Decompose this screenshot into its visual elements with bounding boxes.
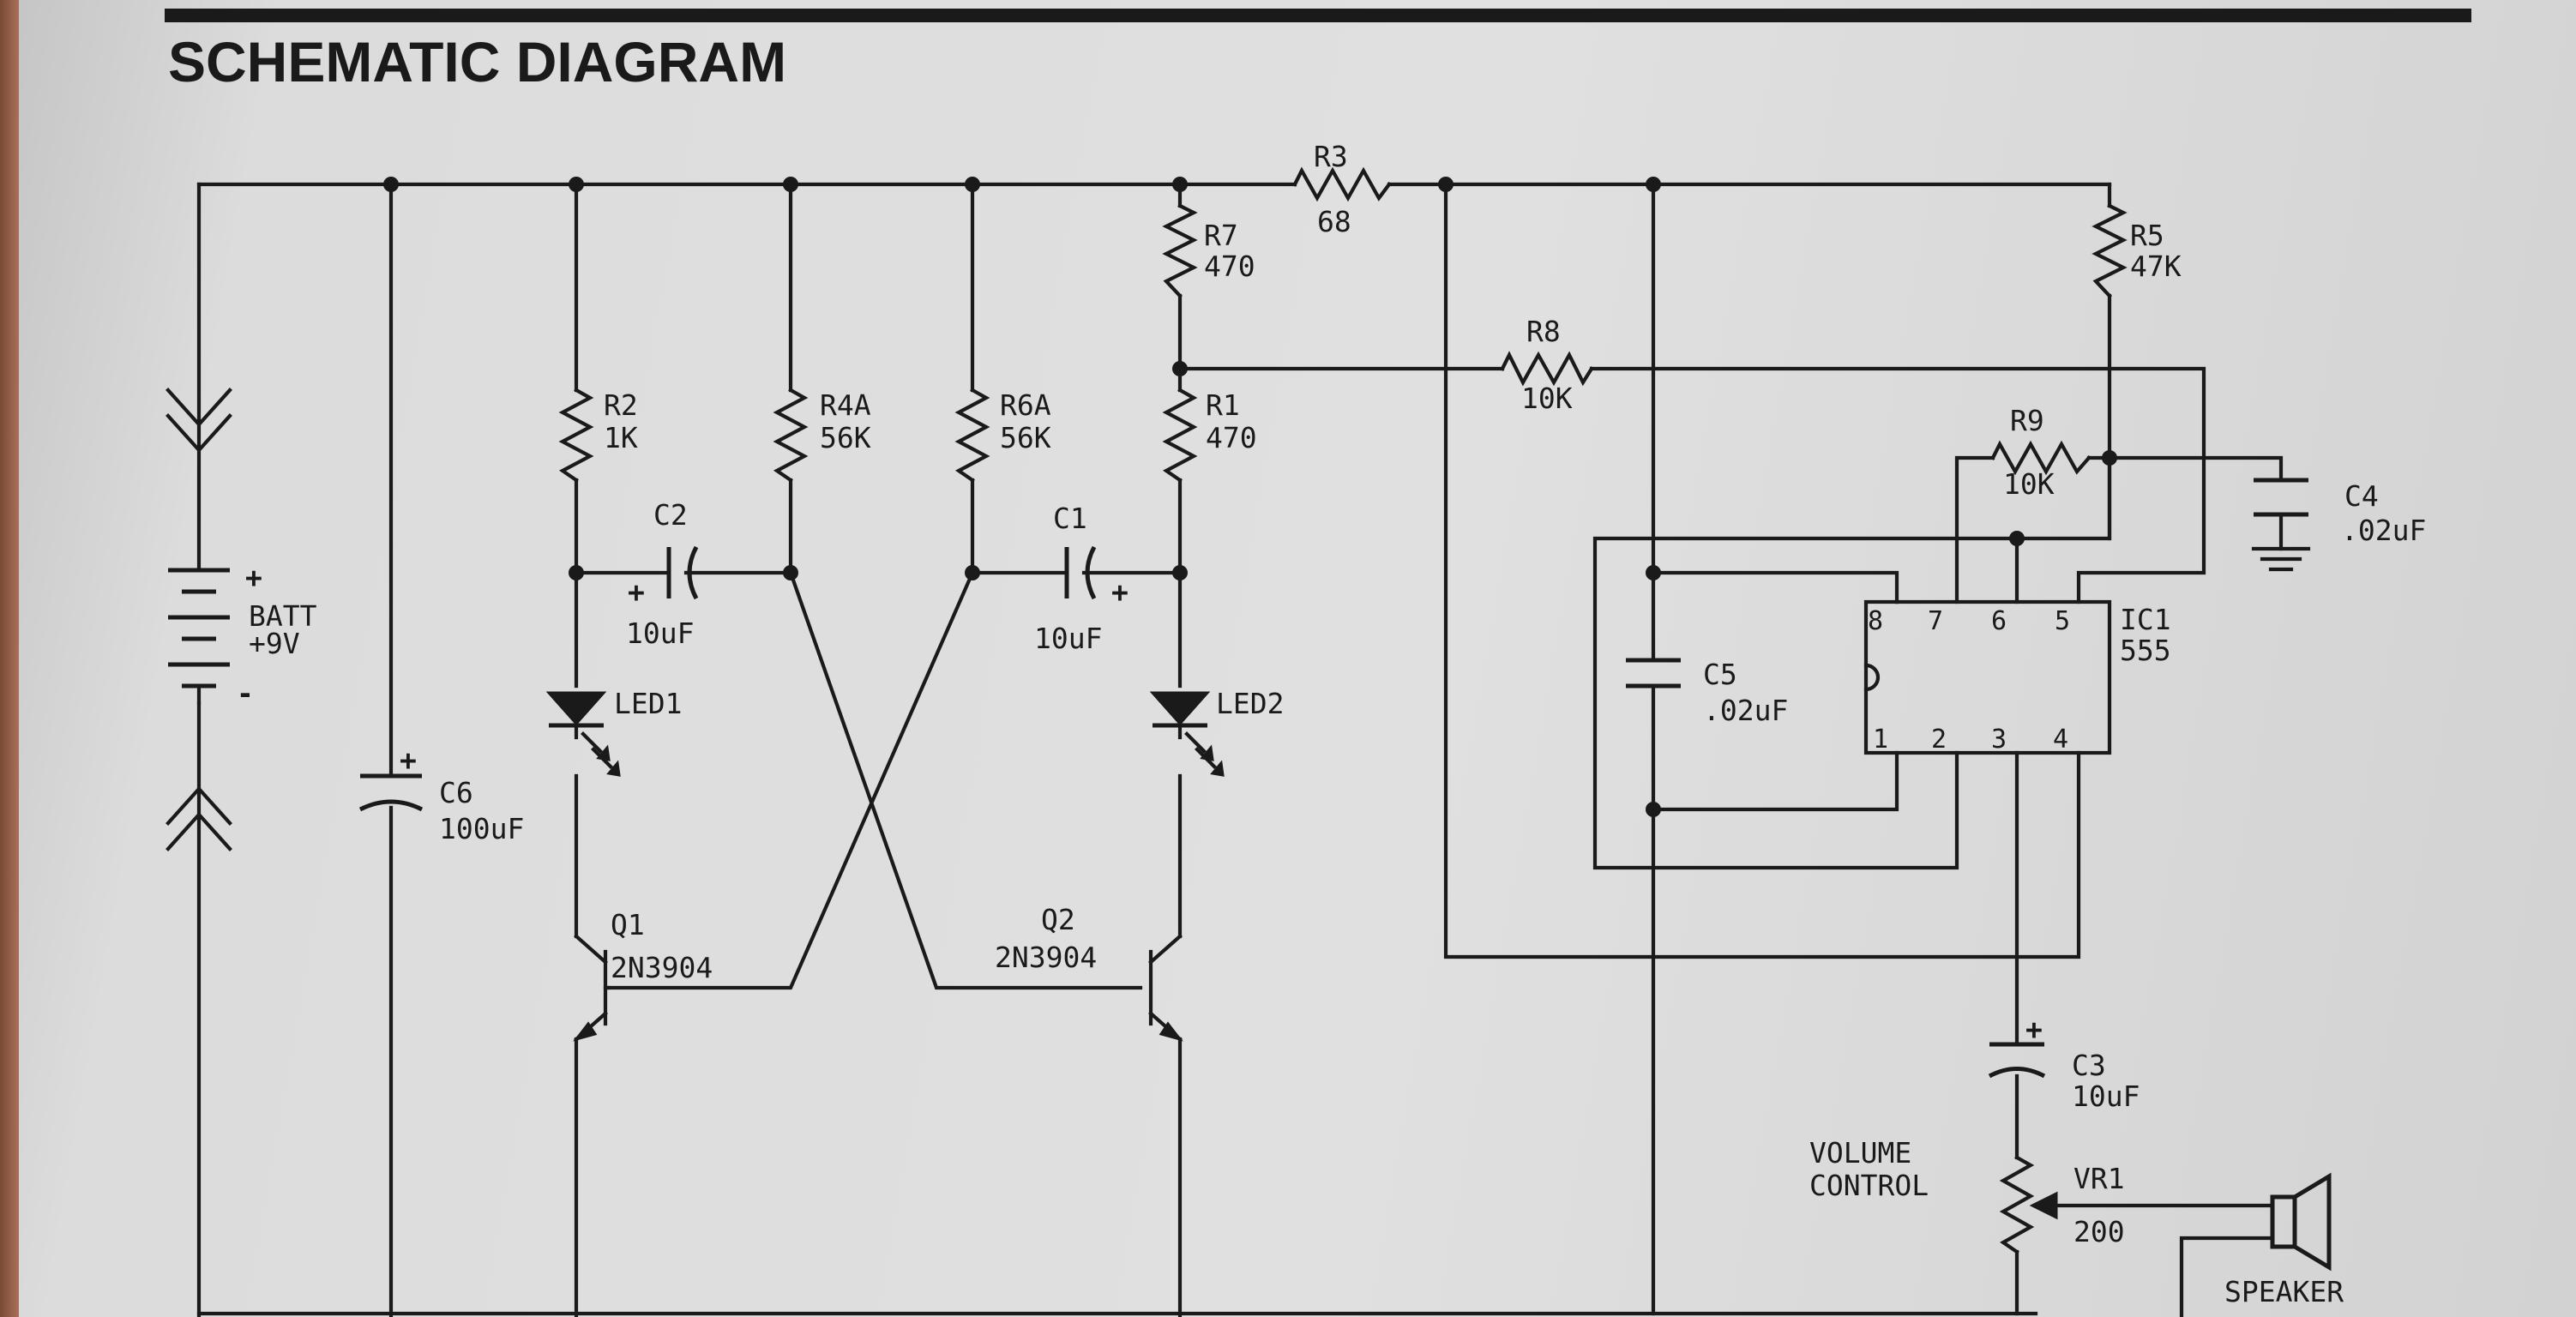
- component-labels: + BATT +9V - + C6 100uF R2 1K R4A 56K R6…: [237, 140, 2426, 1308]
- r5-ref: R5: [2130, 219, 2164, 252]
- ic1-pin-3: 3: [1991, 725, 2007, 755]
- speaker-label: SPEAKER: [2224, 1275, 2344, 1308]
- battery-batt: [166, 388, 232, 851]
- q2-ref: Q2: [1041, 903, 1075, 936]
- r1-ref: R1: [1206, 388, 1240, 422]
- resistor-r5: [2091, 203, 2128, 298]
- batt-ref: BATT: [249, 599, 317, 633]
- r6a-ref: R6A: [1000, 388, 1051, 422]
- c5-ref: C5: [1703, 658, 1737, 691]
- r8-value: 10K: [1521, 382, 1573, 415]
- resistor-r8: [1500, 351, 1594, 387]
- page-title: SCHEMATIC DIAGRAM: [168, 30, 787, 93]
- ic1-value: 555: [2120, 634, 2171, 667]
- q2-value: 2N3904: [995, 941, 1097, 974]
- resistor-r7: [1162, 203, 1198, 298]
- capacitor-c1: [1064, 545, 1097, 600]
- resistor-r2: [558, 388, 594, 483]
- c3-plus-sign: +: [2025, 1013, 2043, 1046]
- resistor-r1: [1162, 388, 1198, 483]
- led1: [545, 691, 621, 777]
- wires: [196, 182, 2284, 1317]
- r8-ref: R8: [1526, 315, 1561, 348]
- c2-ref: C2: [653, 498, 688, 532]
- c2-value: 10uF: [626, 616, 694, 650]
- ic1-pin-8: 8: [1868, 606, 1883, 636]
- r9-value: 10K: [2003, 467, 2055, 501]
- c4-ref: C4: [2344, 479, 2379, 513]
- led2: [1149, 691, 1225, 777]
- r2-value: 1K: [604, 421, 638, 454]
- resistor-r4a: [773, 388, 809, 483]
- capacitor-c3: [1988, 1042, 2046, 1079]
- resistor-r9: [1990, 440, 2091, 476]
- r4a-value: 56K: [820, 421, 871, 454]
- ic1-pin-1: 1: [1873, 725, 1888, 755]
- r5-value: 47K: [2130, 250, 2182, 283]
- c4-value: .02uF: [2341, 514, 2426, 547]
- capacitor-c4: [2251, 478, 2311, 572]
- batt-minus-sign: -: [237, 677, 254, 710]
- ic1-ref: IC1: [2120, 603, 2171, 636]
- r7-ref: R7: [1204, 219, 1238, 252]
- top-rule: [165, 9, 2471, 22]
- speaker: [2270, 1172, 2332, 1272]
- c1-plus-sign: +: [1111, 575, 1129, 609]
- c5-value: .02uF: [1703, 694, 1788, 727]
- q1-ref: Q1: [611, 908, 645, 941]
- batt-value: +9V: [249, 627, 300, 660]
- c1-value: 10uF: [1034, 622, 1102, 655]
- r4a-ref: R4A: [820, 388, 871, 422]
- c3-value: 10uF: [2072, 1079, 2140, 1113]
- c6-plus-sign: +: [400, 743, 417, 777]
- ic1-555: [1863, 599, 2112, 755]
- junction-dots: [383, 177, 2117, 817]
- capacitor-c6: [358, 773, 424, 812]
- transistor-q2: [1148, 949, 1183, 1042]
- r3-value: 68: [1317, 205, 1351, 238]
- r6a-value: 56K: [1000, 421, 1051, 454]
- ic1-pin-5: 5: [2055, 606, 2070, 636]
- ic1-pin-2: 2: [1931, 725, 1947, 755]
- r9-ref: R9: [2010, 404, 2044, 437]
- capacitor-c5: [1626, 658, 1681, 689]
- led1-ref: LED1: [614, 687, 682, 720]
- r3-ref: R3: [1314, 140, 1348, 173]
- transistor-q1: [573, 949, 611, 1042]
- c2-plus-sign: +: [628, 575, 645, 609]
- potentiometer-vr1: [1999, 1155, 2058, 1254]
- vr1-label-line1: VOLUME: [1809, 1136, 1911, 1170]
- c3-ref: C3: [2072, 1049, 2106, 1082]
- c6-value: 100uF: [439, 812, 524, 845]
- r2-ref: R2: [604, 388, 638, 422]
- page-edge: [0, 0, 19, 1317]
- led2-ref: LED2: [1216, 687, 1284, 720]
- ic1-pin-4: 4: [2053, 725, 2068, 755]
- batt-plus-sign: +: [245, 561, 262, 594]
- c1-ref: C1: [1053, 502, 1087, 535]
- capacitor-c2: [666, 545, 699, 600]
- c6-ref: C6: [439, 776, 473, 809]
- q1-value: 2N3904: [611, 951, 713, 984]
- resistor-r3: [1292, 166, 1392, 202]
- r1-value: 470: [1206, 421, 1257, 454]
- r7-value: 470: [1204, 250, 1255, 283]
- resistor-r6a: [954, 388, 990, 483]
- vr1-ref: VR1: [2073, 1162, 2125, 1195]
- vr1-label-line2: CONTROL: [1809, 1169, 1929, 1202]
- vr1-value: 200: [2073, 1215, 2125, 1248]
- ic1-pin-6: 6: [1991, 606, 2007, 636]
- ic1-pin-7: 7: [1928, 606, 1943, 636]
